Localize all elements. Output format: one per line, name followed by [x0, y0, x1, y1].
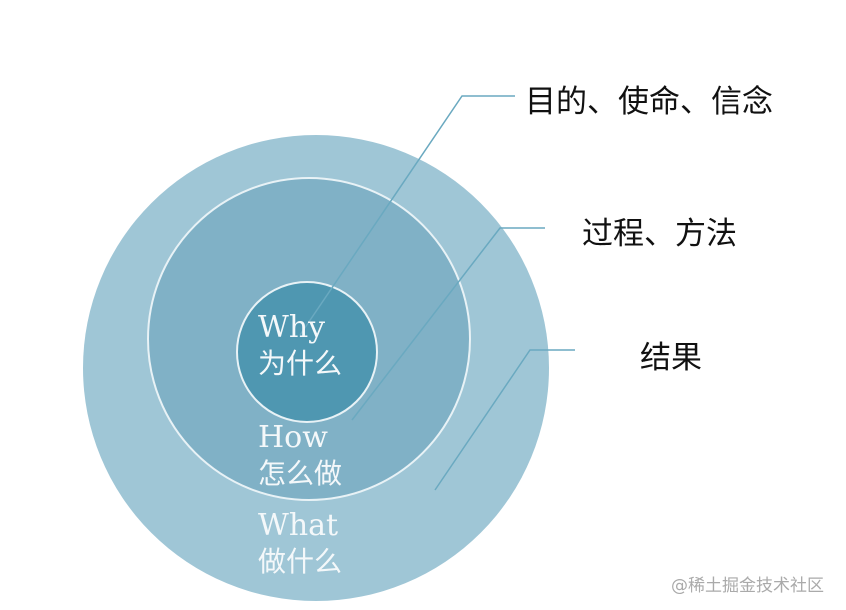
label-what: 结果	[640, 340, 702, 376]
leader-line-what	[434, 349, 575, 491]
label-how: 过程、方法	[582, 216, 737, 252]
why-zh: 为什么	[258, 347, 343, 380]
how-en: How	[258, 420, 328, 455]
leader-line-why	[299, 95, 515, 336]
what-zh: 做什么	[258, 545, 343, 578]
leader-line-how	[351, 227, 545, 421]
what-text: What 做什么	[258, 508, 342, 580]
label-why: 目的、使命、信念	[525, 84, 773, 120]
why-text: Why 为什么	[258, 310, 342, 382]
watermark: @稀土掘金技术社区	[671, 576, 824, 596]
why-en: Why	[258, 310, 326, 345]
what-en: What	[258, 508, 339, 543]
how-zh: 怎么做	[258, 457, 343, 490]
how-text: How 怎么做	[258, 420, 342, 492]
inner-circle-why	[236, 281, 378, 423]
